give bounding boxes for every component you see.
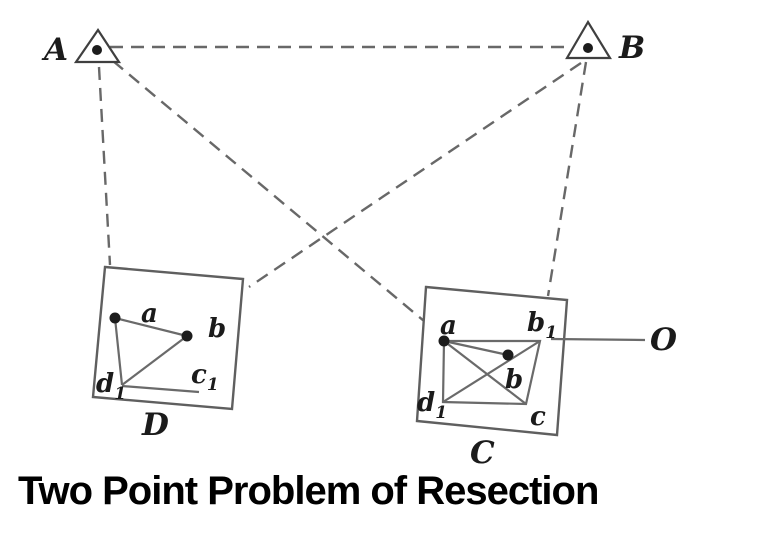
sheet-d-point-c1-label: c1	[191, 360, 219, 395]
sheet-d-point-b-dot	[181, 330, 193, 342]
station-b-label: B	[618, 30, 645, 66]
sheet-c-line-a-b	[443, 339, 509, 357]
sheet-d-line-b-d1	[121, 335, 188, 386]
sheet-c-point-a-dot	[438, 335, 450, 347]
sheet-c-label: C	[470, 435, 495, 471]
object-o-label: O	[650, 322, 677, 358]
station-b-dot	[583, 43, 593, 53]
sheet-d-label: D	[141, 407, 169, 443]
station-a-label: A	[41, 32, 68, 68]
sheet-c-point-c-label: c	[530, 402, 546, 432]
line-to-object-o	[550, 337, 646, 342]
sheet-c-diagonal-d1-b1	[442, 340, 541, 403]
sheet-d-point-b-label: b	[208, 314, 226, 344]
sheet-c-point-a-label: a	[440, 311, 457, 341]
sheet-d-point-a-dot	[109, 312, 121, 324]
ray-a-to-sheet-d	[97, 66, 112, 266]
sheet-d: a b c1 d1 D	[91, 265, 245, 443]
ray-a-to-sheet-c	[112, 60, 425, 322]
station-b-triangle-marker	[565, 19, 612, 60]
sheet-c-point-b-label: b	[505, 365, 523, 395]
sheet-c-diagonal-a-c	[443, 340, 527, 405]
station-a: A	[41, 28, 122, 68]
sheet-d-line-a-b	[114, 316, 188, 338]
sheet-d-line-a-d1	[113, 317, 124, 386]
sheet-d-point-d1-label: d1	[96, 369, 126, 404]
sheet-d-point-a-label: a	[141, 299, 158, 329]
sheet-c-point-d1-label: d1	[417, 388, 447, 423]
station-b: B	[565, 19, 645, 66]
sheet-d-outline	[91, 265, 245, 411]
sheet-c-point-b-dot	[502, 349, 514, 361]
sheet-d-ray-d1-c1	[121, 384, 200, 394]
sheet-c-outline	[415, 285, 569, 437]
sheet-c: a b1 b d1 c C	[415, 285, 646, 471]
ray-b-to-sheet-d	[248, 62, 582, 288]
sheet-c-point-b1-label: b1	[527, 308, 557, 343]
station-a-dot	[92, 45, 102, 55]
figure-title: Two Point Problem of Resection	[18, 469, 598, 513]
ray-b-to-sheet-c	[546, 61, 588, 297]
